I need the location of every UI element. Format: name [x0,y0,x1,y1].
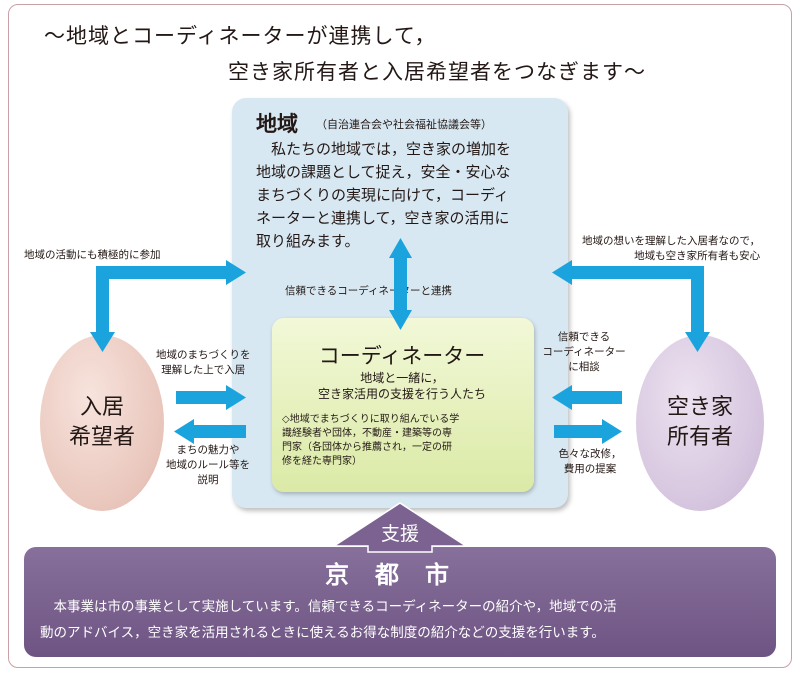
header-line-2: 空き家所有者と入居希望者をつなぎます～ [228,60,646,84]
support-arrow [331,502,469,553]
region-line: 私たちの地域では，空き家の増加を [256,140,512,158]
owner-label-line: 空き家 [666,395,733,420]
tenant-region-arrow [90,260,246,352]
link-label: 信頼できるコーディネーターと連携 [285,285,453,297]
region-coordinator-arrow [389,238,412,330]
owner-region-note-line: 地域も空き家所有者も安心 [634,250,761,262]
owner-region-arrow [552,260,710,352]
coordinator-to-tenant-note: まちの魅力や 地域のルール等を 説明 [166,443,250,488]
owner-to-coordinator-arrow [552,385,622,410]
tenant-label-line: 希望者 [68,425,135,450]
owner-region-note: 地域の想いを理解した入居者なので， 地域も空き家所有者も安心 [582,234,760,264]
region-line: 取り組みます。 [256,232,360,250]
coordinator-title: コーディネーター [318,344,486,368]
kyoto-city-line: 本事業は市の事業として実施しています。信頼できるコーディネーターの紹介や，地域で… [40,599,617,615]
tenant-ellipse [40,335,164,511]
coordinator-note: ◇地域でまちづくりに取り組んでいる学 識経験者や団体，不動産・建築等の専 門家（… [282,413,526,469]
region-title: 地域 [256,112,298,136]
owner-to-coordinator-line: に相談 [568,361,600,373]
region-line: まちづくりの実現に向けて，コーディ [256,186,509,204]
coordinator-box [272,318,534,492]
tenant-label-line: 入居 [79,395,124,420]
coordinator-sub-line: 空き家活用の支援を行う人たち [317,387,486,401]
region-line: ネーターと連携して，空き家の活用に [256,209,510,227]
coordinator-note-line: ◇地域でまちづくりに取り組んでいる学 [282,414,460,425]
owner-region-note-line: 地域の想いを理解した入居者なので， [582,235,761,247]
tenant-to-coordinator-line: 地域のまちづくりを [156,349,251,361]
coordinator-to-owner-arrow [554,419,622,444]
region-line: 地域の課題として捉え，安全・安心な [256,163,511,181]
tenant-to-coordinator-note: 地域のまちづくりを 理解した上で入居 [156,348,251,378]
coordinator-to-owner-line: 色々な改修， [558,448,622,460]
owner-label: 空き家 所有者 [636,393,764,453]
kyoto-city-box [24,547,776,657]
tenant-label: 入居 希望者 [40,393,164,453]
region-subtitle: （自治連合会や社会福祉協議会等） [316,118,492,131]
owner-label-line: 所有者 [666,425,733,450]
outer-frame [8,4,792,668]
coordinator-to-tenant-line: 説明 [197,474,219,486]
coordinator-sub-line: 地域と一緒に， [360,371,444,385]
owner-to-coordinator-note: 信頼できる コーディネーター に相談 [541,330,627,375]
tenant-to-coordinator-line: 理解した上で入居 [161,364,246,376]
header-line-1: ～地域とコーディネーターが連携して， [44,24,437,48]
coordinator-note-line: 修を経た専門家） [282,456,362,467]
region-description: 私たちの地域では，空き家の増加を 地域の課題として捉え，安全・安心な まちづくり… [256,138,556,253]
owner-ellipse [636,335,764,511]
tenant-to-coordinator-arrow [176,385,246,410]
support-label: 支援 [380,523,419,545]
kyoto-city-description: 本事業は市の事業として実施しています。信頼できるコーディネーターの紹介や，地域で… [40,594,770,646]
coordinator-to-owner-note: 色々な改修， 費用の提案 [550,447,630,477]
owner-to-coordinator-line: 信頼できる [557,331,611,343]
coordinator-note-line: 門家（各団体から推薦され，一定の研 [282,442,452,453]
coordinator-to-tenant-line: まちの魅力や [176,444,240,456]
coordinator-to-tenant-line: 地域のルール等を [166,459,250,471]
coordinator-to-owner-line: 費用の提案 [563,463,617,475]
coordinator-note-line: 識経験者や団体，不動産・建築等の専 [282,428,452,439]
kyoto-city-line: 動のアドバイス，空き家を活用されるときに使えるお得な制度の紹介などの支援を行いま… [40,625,605,641]
tenant-region-note: 地域の活動にも積極的に参加 [24,249,161,261]
owner-to-coordinator-line: コーディネーター [542,346,626,358]
coordinator-to-tenant-arrow [174,419,246,444]
kyoto-city-title: 京都市 [325,561,475,589]
coordinator-subtitle: 地域と一緒に， 空き家活用の支援を行う人たち [293,370,511,402]
